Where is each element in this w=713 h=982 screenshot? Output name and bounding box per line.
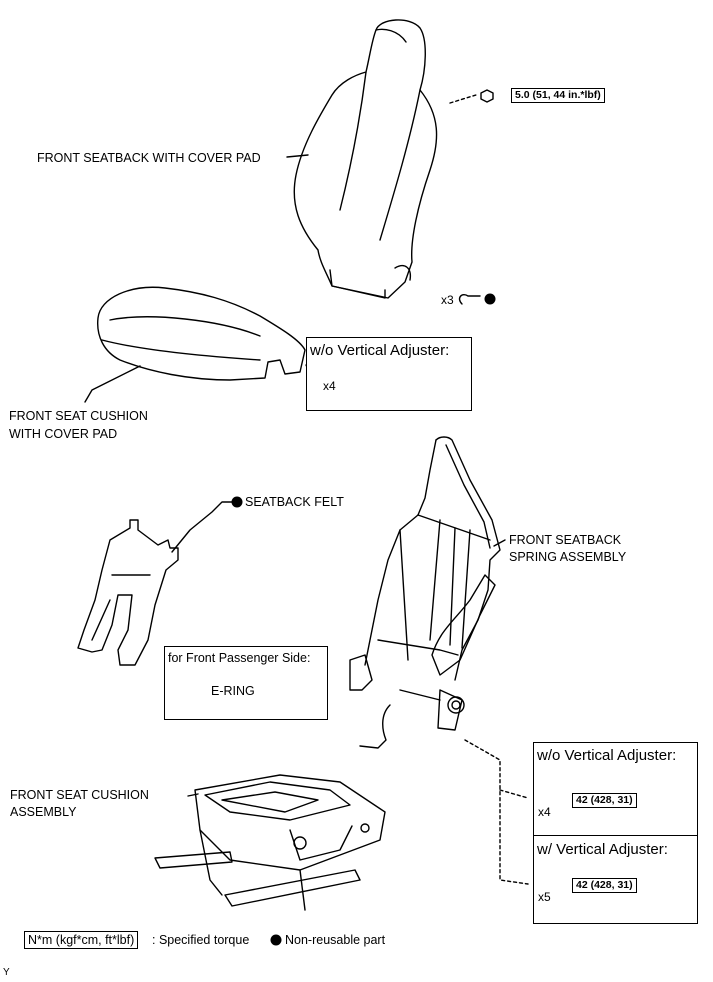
non-reusable-dot-icon <box>270 934 282 946</box>
label-seat-cushion-cover-line1: FRONT SEAT CUSHION <box>9 409 148 423</box>
legend-torque-unit: N*m (kgf*cm, ft*lbf) <box>24 931 139 949</box>
divider <box>534 835 697 836</box>
label-spring-assembly-line2: SPRING ASSEMBLY <box>509 550 627 564</box>
legend-non-reusable: Non-reusable part <box>285 933 386 947</box>
non-reusable-dot-icon <box>231 496 243 508</box>
box-title: w/o Vertical Adjuster: <box>310 342 450 359</box>
seat-cushion-assembly-drawing <box>154 774 386 911</box>
box-bolt-specs: w/o Vertical Adjuster: 42 (428, 31) x4 w… <box>533 742 698 924</box>
label-cushion-assembly-line2: ASSEMBLY <box>10 805 77 819</box>
box-wo-vertical-adjuster-top: w/o Vertical Adjuster: x4 <box>306 337 472 411</box>
label-seat-cushion-cover-line2: WITH COVER PAD <box>9 427 118 441</box>
legend-specified-torque: : Specified torque <box>152 933 250 947</box>
torque-spec-w-vertical: 42 (428, 31) <box>572 878 637 893</box>
torque-spec-wo-vertical: 42 (428, 31) <box>572 793 637 808</box>
seatback-felt-drawing <box>77 519 179 666</box>
box-title-wo-vertical: w/o Vertical Adjuster: <box>537 747 677 764</box>
seatback-spring-assembly-drawing <box>349 436 501 749</box>
label-seatback-cover-pad: FRONT SEATBACK WITH COVER PAD <box>37 151 261 165</box>
label-e-ring: E-RING <box>211 684 255 698</box>
qty-x4-clip: x4 <box>323 379 336 393</box>
non-reusable-dot-icon <box>484 293 496 305</box>
torque-spec-headrest-nut: 5.0 (51, 44 in.*lbf) <box>511 88 605 103</box>
qty-x3: x3 <box>441 293 454 307</box>
qty-x5-bolt: x5 <box>538 890 551 904</box>
seatback-cover-pad-drawing <box>293 19 438 299</box>
label-cushion-assembly-line1: FRONT SEAT CUSHION <box>10 788 149 802</box>
box-front-passenger-side: for Front Passenger Side: E-RING <box>164 646 328 720</box>
seat-cushion-cover-pad-drawing <box>97 286 306 381</box>
corner-mark: Y <box>3 967 10 978</box>
box-title-w-vertical: w/ Vertical Adjuster: <box>537 841 668 858</box>
label-spring-assembly-line1: FRONT SEATBACK <box>509 533 622 547</box>
qty-x4-bolt: x4 <box>538 805 551 819</box>
label-seatback-felt: SEATBACK FELT <box>245 495 344 509</box>
box-title: for Front Passenger Side: <box>168 651 311 665</box>
